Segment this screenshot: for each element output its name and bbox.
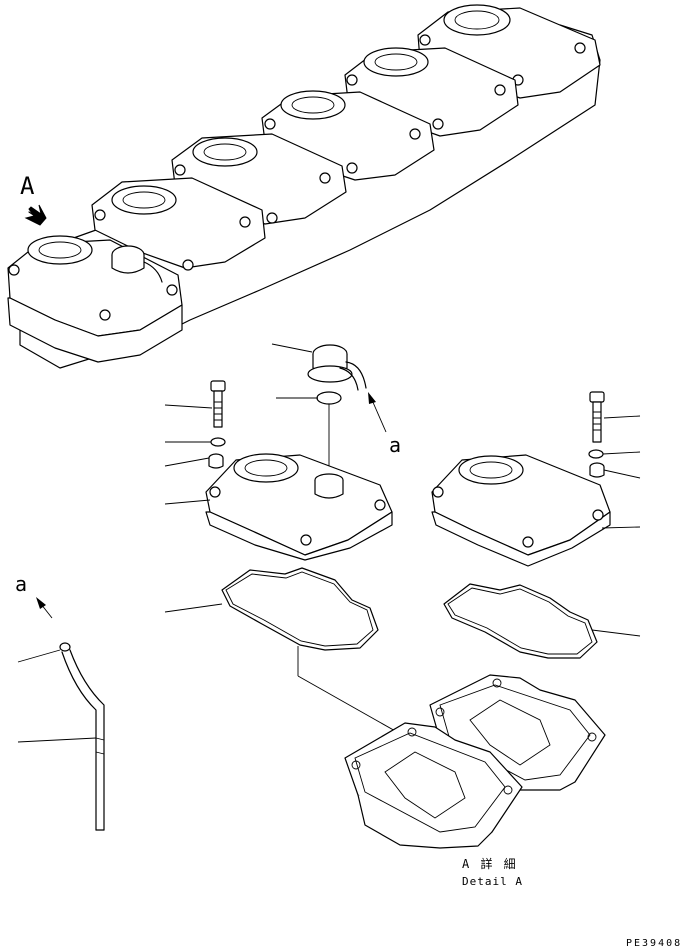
connection-label-upper: a xyxy=(389,433,402,457)
connection-label-lower: a xyxy=(15,572,28,596)
head-cover-exploded-right xyxy=(431,454,611,567)
base-plate-left xyxy=(344,722,523,849)
head-cover-2 xyxy=(91,177,266,271)
bolt-right xyxy=(589,391,605,443)
view-label: A xyxy=(20,172,35,200)
grommet-right xyxy=(589,462,605,478)
washer-right xyxy=(588,449,604,459)
breather-cap xyxy=(307,344,367,391)
leader-lines xyxy=(17,343,641,743)
breather-seal xyxy=(316,391,342,470)
breather-hose xyxy=(59,642,105,831)
drawing-number: PE39408 xyxy=(626,938,683,949)
bolt-left xyxy=(210,380,226,428)
detail-caption-jp: A 詳 細 xyxy=(462,857,518,871)
gasket-right xyxy=(443,583,598,659)
gasket-left xyxy=(221,567,421,746)
washer-left xyxy=(210,437,226,447)
grommet-left xyxy=(208,453,224,469)
detail-caption-en: Detail A xyxy=(462,875,523,888)
flow-arrow-icon xyxy=(368,392,387,433)
view-direction-arrow-icon xyxy=(24,204,47,226)
flow-arrow-icon xyxy=(36,597,53,619)
head-cover-1 xyxy=(7,235,183,363)
head-cover-assembly xyxy=(7,4,601,369)
head-cover-exploded-left xyxy=(205,453,393,561)
